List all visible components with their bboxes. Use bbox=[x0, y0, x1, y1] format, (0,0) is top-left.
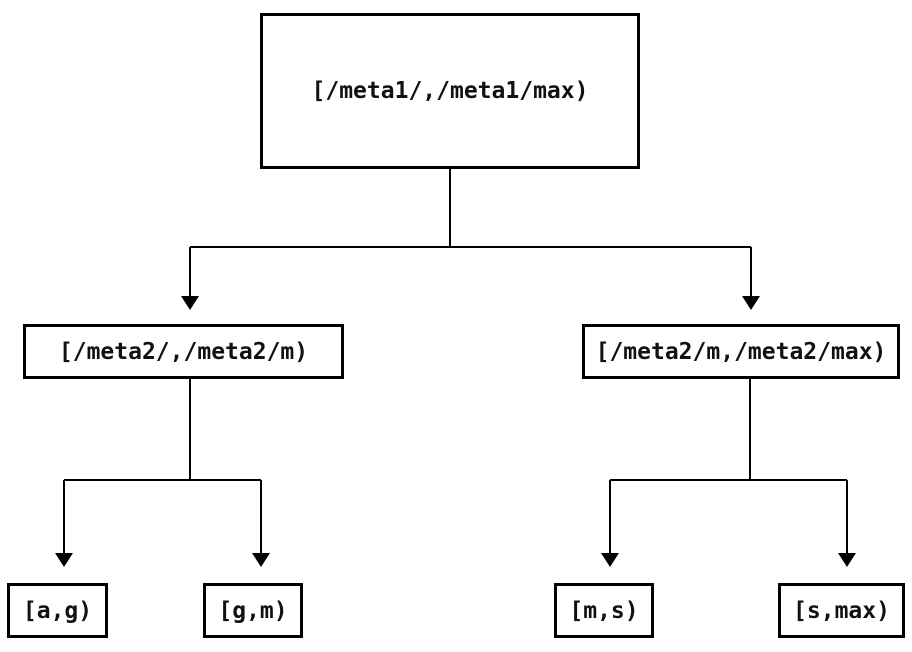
tree-leaf-s-max: [s,max) bbox=[778, 583, 905, 638]
tree-node-meta2-high: [/meta2/m,/meta2/max) bbox=[582, 324, 900, 379]
tree-leaf-m-s-label: [m,s) bbox=[569, 597, 639, 624]
tree-leaf-m-s: [m,s) bbox=[554, 583, 654, 638]
tree-leaf-s-max-label: [s,max) bbox=[793, 597, 890, 624]
tree-leaf-g-m: [g,m) bbox=[203, 583, 303, 638]
connector-line bbox=[63, 379, 262, 554]
tree-node-meta2-low: [/meta2/,/meta2/m) bbox=[23, 324, 344, 379]
tree-node-root: [/meta1/,/meta1/max) bbox=[260, 13, 640, 169]
tree-node-root-label: [/meta1/,/meta1/max) bbox=[311, 78, 589, 104]
connector-line bbox=[189, 169, 752, 297]
arrow-down-icon bbox=[742, 296, 760, 310]
arrow-down-icon bbox=[252, 553, 270, 567]
tree-leaf-a-g-label: [a,g) bbox=[22, 597, 93, 624]
tree-node-meta2-low-label: [/meta2/,/meta2/m) bbox=[58, 338, 309, 365]
tree-node-meta2-high-label: [/meta2/m,/meta2/max) bbox=[595, 338, 887, 365]
tree-leaf-a-g: [a,g) bbox=[7, 583, 108, 638]
arrow-down-icon bbox=[838, 553, 856, 567]
tree-leaf-g-m-label: [g,m) bbox=[218, 597, 288, 624]
arrow-down-icon bbox=[601, 553, 619, 567]
connector-line bbox=[609, 379, 848, 554]
arrow-down-icon bbox=[55, 553, 73, 567]
arrow-down-icon bbox=[181, 296, 199, 310]
